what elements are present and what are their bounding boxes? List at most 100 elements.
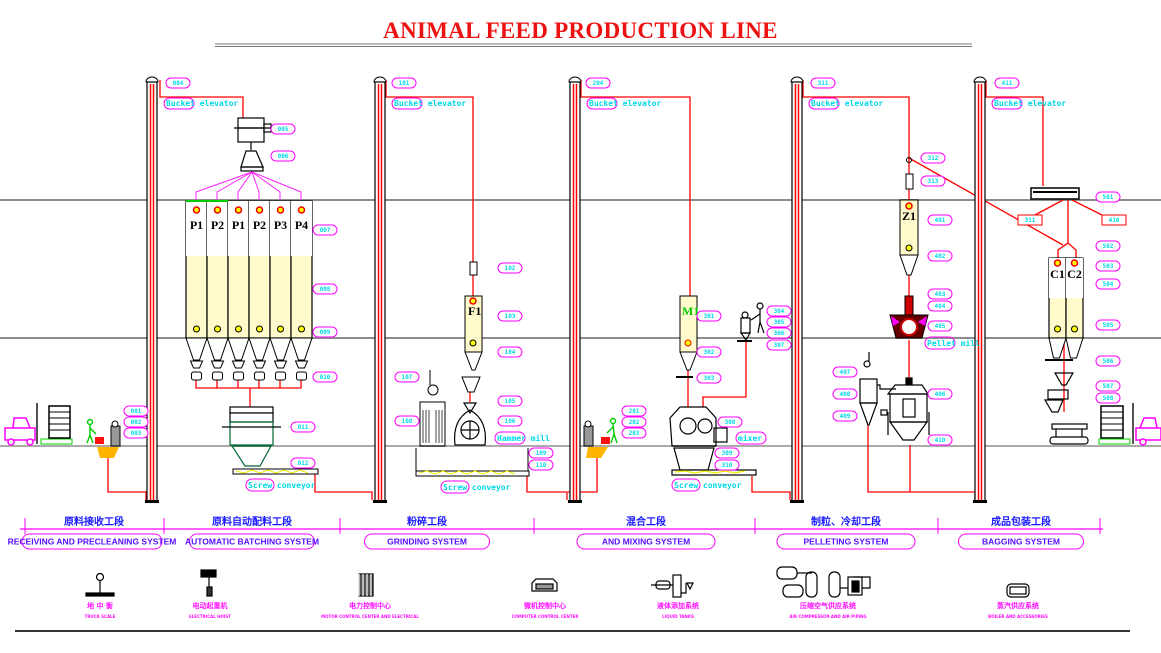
tag-label: 410 — [935, 437, 946, 444]
equipment-tag: 008 — [312, 283, 338, 295]
tag-label: 508 — [1103, 395, 1114, 402]
equipment-tag: 202 — [621, 416, 647, 428]
tag-label: 104 — [505, 349, 516, 356]
legend-label-cn: 压缩空气供应系统 — [800, 601, 856, 610]
equipment-tag: 302 — [696, 346, 722, 358]
equipment-tag: 411 — [994, 77, 1020, 89]
machine-label: mixer — [735, 431, 767, 445]
worker-icon — [86, 418, 97, 444]
equipment-tag: 001 — [123, 405, 149, 417]
bucket-tag-outline — [586, 97, 618, 110]
tag-label: 406 — [935, 391, 946, 398]
tag-label: 411 — [1002, 80, 1013, 87]
tag-label: 502 — [1103, 243, 1114, 250]
legend-label-cn: 微机控制中心 — [523, 601, 566, 610]
equipment-tag: 501 — [1095, 191, 1121, 203]
equipment-tag: 311 — [810, 77, 836, 89]
hammer_mill-label: Hammer mill — [497, 433, 550, 443]
mixing-bin: M1 — [676, 295, 699, 378]
machine-label: Screw conveyor — [245, 478, 316, 492]
bin-label: C2 — [1067, 267, 1082, 281]
tag-label: 309 — [722, 450, 733, 457]
truck-scale-icon — [85, 572, 115, 597]
tag-label: 105 — [505, 398, 516, 405]
screw-conveyor-2 — [415, 448, 530, 477]
finished-product-bin: C1 — [1048, 257, 1067, 359]
tag-label: 107 — [402, 374, 413, 381]
grinding-bin: F1 — [461, 261, 483, 393]
bin-label: F1 — [468, 304, 481, 318]
legend-label-en: TRUCK SCALE — [85, 614, 116, 619]
batching-bin: P1 — [227, 200, 250, 381]
equipment-tag: 102 — [497, 262, 523, 274]
legend-label-cn: 电动起重机 — [193, 601, 228, 610]
tag-label: 503 — [1103, 263, 1114, 270]
equipment-tag: 504 — [1095, 278, 1121, 290]
tag-label: 305 — [774, 319, 785, 326]
tag-label: 101 — [399, 80, 410, 87]
equipment-tag: 108 — [394, 415, 420, 427]
tag-label: 203 — [629, 430, 640, 437]
legend-label-cn: 电力控制中心 — [349, 601, 391, 610]
tag-label: 401 — [935, 217, 946, 224]
feeder — [254, 371, 265, 381]
intake-hopper-2 — [583, 420, 610, 458]
section-title-cn: 成品包装工段 — [991, 515, 1051, 528]
bin-label: P4 — [295, 218, 308, 232]
section-title-en: GRINDING SYSTEM — [387, 537, 467, 547]
tag-label: 313 — [928, 178, 939, 185]
section-title-cn: 混合工段 — [626, 515, 666, 528]
equipment-tag: 407 — [832, 366, 858, 378]
liquid-tank-icon — [651, 574, 694, 598]
screw_conveyor-label: Screw conveyor — [674, 481, 742, 490]
mixer-label: mixer — [738, 433, 762, 443]
feeder — [233, 371, 244, 381]
bucket-elevator: Bucket elevator — [145, 76, 238, 503]
equipment-tag: 004 — [165, 77, 191, 89]
tag-label: 001 — [131, 408, 142, 415]
equipment-tag: 503 — [1095, 260, 1121, 272]
tag-label: 302 — [704, 349, 715, 356]
tag-label: 303 — [704, 375, 715, 382]
tag-label: 106 — [505, 418, 516, 425]
equipment-tag: 002 — [123, 416, 149, 428]
legend-label-en: ELECTRICAL HOIST — [189, 614, 231, 619]
forklift-right — [1098, 403, 1161, 446]
equipment-tag: 405 — [927, 320, 953, 332]
equipment-tag: 011 — [290, 421, 316, 433]
tag-label: 103 — [505, 313, 516, 320]
equipment-tag: 402 — [927, 250, 953, 262]
equipment-tag: 312 — [920, 152, 946, 164]
equipment-tag: 406 — [927, 388, 953, 400]
equipment-tag: 109 — [528, 447, 554, 459]
equipment-tag: 007 — [312, 224, 338, 236]
tag-label: 201 — [629, 408, 640, 415]
batching-bin: P4 — [290, 200, 313, 381]
machine-label: Screw conveyor — [671, 478, 742, 492]
equipment-tag: 105 — [497, 395, 523, 407]
tag-label: 507 — [1103, 383, 1114, 390]
tag-label: 102 — [505, 265, 516, 272]
equipment-tag: 403 — [927, 288, 953, 300]
tag-label: 307 — [774, 342, 785, 349]
equipment-tag: 106 — [497, 415, 523, 427]
tag-label: 310 — [722, 462, 733, 469]
equipment-tag: 404 — [927, 300, 953, 312]
equipment-tag: 306 — [766, 327, 792, 339]
legend-label-cn: 地 中 衡 — [87, 601, 113, 610]
tag-label: 202 — [629, 419, 640, 426]
pellet-bin: Z1 — [899, 157, 919, 276]
bin-label: P2 — [211, 218, 224, 232]
equipment-tag: 506 — [1095, 355, 1121, 367]
control-cabinet-icon — [358, 573, 374, 597]
tag-label: 304 — [774, 308, 785, 315]
bucket-elevator: Bucket elevator — [790, 76, 883, 503]
batching-bin: P3 — [269, 200, 292, 381]
equipment-tag: 305 — [766, 316, 792, 328]
computer-console-icon — [531, 578, 558, 592]
